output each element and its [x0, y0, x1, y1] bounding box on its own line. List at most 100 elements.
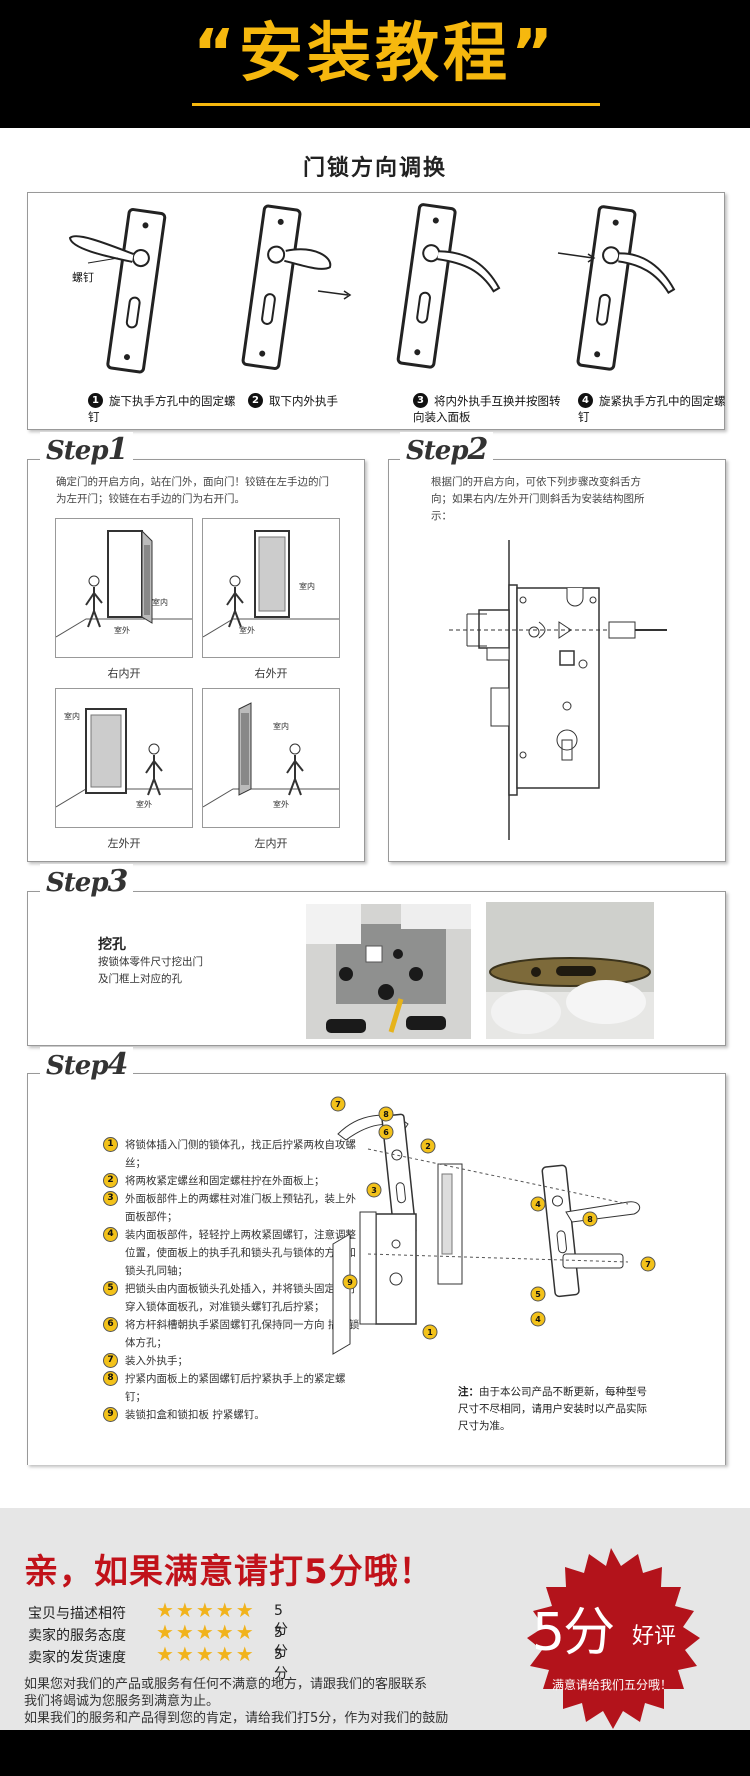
- instruction-number: 3: [103, 1191, 118, 1206]
- door-illustration: 室内 室外: [55, 529, 192, 638]
- rating-label: 卖家的服务态度: [28, 1628, 126, 1644]
- direction-step-text: 取下内外执手: [269, 394, 338, 408]
- door-label: 左内开: [254, 837, 288, 850]
- step-number-badge: 2: [248, 393, 263, 408]
- note-text: 由于本公司产品不断更新，每种型号尺寸不尽相同，请用户安装时以产品实际尺寸为准。: [458, 1386, 647, 1432]
- step3-description: 按锁体零件尺寸挖出门及门框上对应的孔: [98, 956, 203, 985]
- step-heading-word: Step: [406, 436, 469, 466]
- outside-label: 室外: [136, 799, 152, 809]
- step-heading-number: 3: [107, 864, 129, 899]
- star-rating-icon: ★★★★★: [156, 1620, 256, 1644]
- door-label: 右外开: [254, 667, 288, 680]
- step2-heading: Step2: [400, 432, 494, 467]
- step2-panel: 根据门的开启方向，可依下列步骤改变斜舌方向；如果右内/左外开门则斜舌为安装结构图…: [388, 459, 726, 862]
- svg-text:2: 2: [425, 1142, 431, 1151]
- instruction-number: 9: [103, 1407, 118, 1422]
- direction-step-2: 2 取下内外执手: [208, 203, 378, 423]
- svg-text:8: 8: [587, 1215, 593, 1224]
- step4-heading: Step4: [40, 1047, 134, 1082]
- photo-illustration: [306, 904, 471, 1039]
- header-banner: “安装教程”: [0, 0, 750, 128]
- direction-step-text: 将内外执手互换并按图转向装入面板: [413, 394, 561, 424]
- svg-text:6: 6: [383, 1128, 389, 1137]
- rating-note-line: 如果我们的服务和产品得到您的肯定，请给我们打5分，作为对我们的鼓励: [24, 1711, 449, 1726]
- svg-text:4: 4: [535, 1315, 541, 1324]
- badge-score: 5分: [532, 1603, 615, 1663]
- inside-label: 室内: [152, 597, 168, 607]
- svg-text:4: 4: [535, 1200, 541, 1209]
- photo-illustration: [486, 902, 654, 1039]
- instruction-text: 装锁扣盒和锁扣板 拧紧螺钉。: [125, 1409, 265, 1421]
- badge-caption: 满意请给我们五分哦！: [551, 1678, 672, 1692]
- step1-description: 确定门的开启方向，站在门外，面向门！铰链在左手边的门为左开门；铰链在右手边的门为…: [56, 476, 329, 505]
- instruction-number: 2: [103, 1173, 118, 1188]
- door-label: 右内开: [107, 667, 141, 680]
- step-heading-word: Step: [46, 868, 109, 898]
- title-underline: [192, 103, 600, 106]
- step1-heading: Step1: [40, 432, 134, 467]
- instruction-text: 装内面板部件，轻轻拧上两枚紧固螺钉，注意调整位置，使面板上的执手孔和锁头孔与锁体…: [125, 1229, 356, 1277]
- step-number-badge: 1: [88, 393, 103, 408]
- remove-handle-illustration: [241, 204, 352, 370]
- svg-text:7: 7: [645, 1260, 651, 1269]
- rating-score: 5分: [274, 1647, 288, 1682]
- door-diagram-left-out: 室内 室外: [55, 688, 193, 828]
- instruction-text: 拧紧内面板上的紧固螺钉后拧紧执手上的紧定螺钉；: [125, 1373, 346, 1403]
- instruction-item: 8 拧紧内面板上的紧固螺钉后拧紧执手上的紧定螺钉；: [103, 1370, 363, 1406]
- inside-label: 室内: [299, 581, 315, 591]
- door-diagram-left-in: 室内 室外: [202, 688, 340, 828]
- instruction-item: 2 将两枚紧定螺丝和固定螺柱拧在外面板上；: [103, 1172, 363, 1190]
- tighten-screw-illustration: [557, 205, 676, 371]
- badge-subtitle: 好评: [632, 1624, 677, 1649]
- direction-step-text: 旋下执手方孔中的固定螺钉: [88, 394, 236, 424]
- instruction-item: 3 外面板部件上的两螺柱对准门板上预钻孔，装上外面板部件；: [103, 1190, 363, 1226]
- instruction-text: 将两枚紧定螺丝和固定螺柱拧在外面板上；: [125, 1175, 325, 1187]
- swap-handle-illustration: [396, 203, 501, 369]
- step-number-badge: 4: [578, 393, 593, 408]
- door-illustration: 室内 室外: [55, 708, 192, 809]
- step-heading-number: 2: [467, 432, 489, 467]
- svg-text:5: 5: [535, 1290, 541, 1299]
- step-heading-word: Step: [46, 1051, 109, 1081]
- instruction-text: 将锁体插入门侧的锁体孔，找正后拧紧两枚自攻螺丝；: [125, 1139, 356, 1169]
- step1-panel: 确定门的开启方向，站在门外，面向门！铰链在左手边的门为左开门；铰链在右手边的门为…: [27, 459, 365, 862]
- door-illustration: 室内 室外: [202, 530, 339, 638]
- instruction-text: 将方杆斜槽朝执手紧固螺钉孔保持同一方向 插入锁体方孔；: [125, 1319, 360, 1349]
- rating-label: 宝贝与描述相符: [28, 1606, 126, 1622]
- step3-panel: 挖孔 按锁体零件尺寸挖出门及门框上对应的孔: [27, 891, 726, 1046]
- step3-title: 挖孔: [98, 937, 126, 953]
- svg-text:1: 1: [427, 1328, 433, 1337]
- step-heading-number: 1: [107, 432, 129, 467]
- step-heading-word: Step: [46, 436, 109, 466]
- inside-label: 室内: [64, 711, 80, 721]
- outside-label: 室外: [239, 625, 255, 635]
- star-rating-icon: ★★★★★: [156, 1598, 256, 1622]
- door-diagram-right-in: 室内 室外: [55, 518, 193, 658]
- outside-label: 室外: [273, 799, 289, 809]
- instruction-number: 8: [103, 1371, 118, 1386]
- svg-text:3: 3: [371, 1186, 377, 1195]
- door-illustration: 室内 室外: [202, 702, 339, 809]
- instruction-number: 5: [103, 1281, 118, 1296]
- instruction-text: 外面板部件上的两螺柱对准门板上预钻孔，装上外面板部件；: [125, 1193, 356, 1223]
- step2-description: 根据门的开启方向，可依下列步骤改变斜舌方向；如果右内/左外开门则斜舌为安装结构图…: [431, 476, 645, 522]
- inside-label: 室内: [273, 721, 289, 731]
- rating-section: 亲，如果满意请打5分哦！ 宝贝与描述相符 ★★★★★ 5分 卖家的服务态度 ★★…: [0, 1508, 750, 1730]
- faceplate-install-photo: [486, 902, 654, 1039]
- svg-text:7: 7: [335, 1100, 341, 1109]
- rating-headline: 亲，如果满意请打5分哦！: [24, 1552, 434, 1592]
- footer-bar: [0, 1730, 750, 1776]
- mortise-drilling-photo: [306, 904, 471, 1039]
- installation-note: 注：由于本公司产品不断更新，每种型号尺寸不尽相同，请用户安装时以产品实际尺寸为准…: [458, 1384, 648, 1435]
- instruction-number: 7: [103, 1353, 118, 1368]
